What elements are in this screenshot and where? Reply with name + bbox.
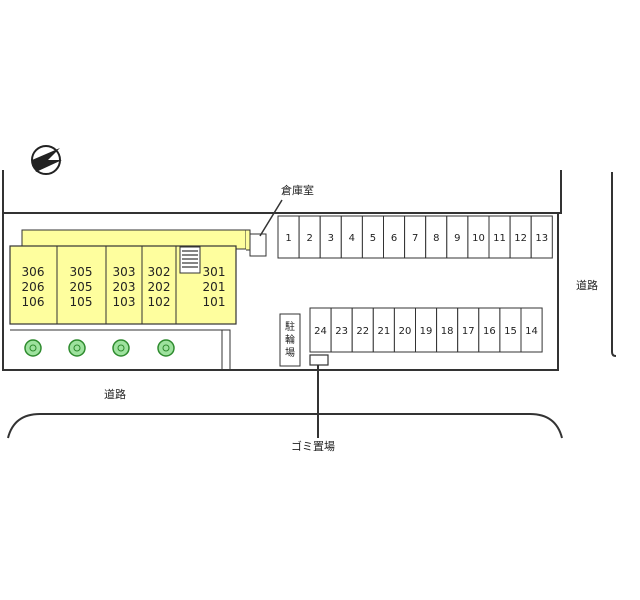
- parking-space-number: 8: [433, 233, 439, 244]
- unit-number: 105: [70, 295, 93, 309]
- parking-space-24: 24: [309, 307, 332, 353]
- unit-number: 306: [22, 265, 45, 279]
- parking-space-19: 19: [415, 307, 438, 353]
- bicycle-parking-char-3: 場: [285, 346, 295, 359]
- parking-space-number: 15: [504, 326, 517, 337]
- parking-space-number: 3: [328, 233, 334, 244]
- parking-space-2: 2: [298, 215, 321, 259]
- unit-number: 202: [148, 280, 171, 294]
- parking-space-11: 11: [488, 215, 511, 259]
- parking-space-number: 7: [412, 233, 418, 244]
- parking-space-17: 17: [457, 307, 480, 353]
- unit-number: 206: [22, 280, 45, 294]
- parking-space-13: 13: [530, 215, 553, 259]
- parking-space-8: 8: [425, 215, 448, 259]
- parking-space-number: 22: [356, 326, 369, 337]
- parking-space-6: 6: [383, 215, 406, 259]
- parking-space-10: 10: [467, 215, 490, 259]
- front-fence: [10, 329, 231, 370]
- parking-space-number: 18: [441, 326, 454, 337]
- road-bottom-label: 道路: [104, 387, 126, 401]
- unit-number: 201: [203, 280, 226, 294]
- parking-space-number: 17: [462, 326, 475, 337]
- unit-number: 305: [70, 265, 93, 279]
- parking-space-4: 4: [340, 215, 363, 259]
- parking-space-number: 12: [514, 233, 527, 244]
- parking-space-number: 23: [335, 326, 348, 337]
- parking-space-12: 12: [509, 215, 532, 259]
- storage-room: [249, 199, 283, 257]
- parking-space-14: 14: [520, 307, 543, 353]
- unit-number: 103: [113, 295, 136, 309]
- road-bottom: [7, 413, 563, 439]
- road-right-label: 道路: [576, 278, 598, 292]
- parking-space-number: 6: [391, 233, 397, 244]
- parking-space-number: 20: [399, 326, 412, 337]
- garbage-area-label: ゴミ置場: [291, 439, 335, 453]
- parking-space-number: 4: [349, 233, 355, 244]
- parking-space-number: 1: [285, 233, 291, 244]
- parking-space-number: 19: [420, 326, 433, 337]
- unit-number: 205: [70, 280, 93, 294]
- parking-space-number: 9: [454, 233, 460, 244]
- parking-space-number: 21: [377, 326, 390, 337]
- parking-space-number: 16: [483, 326, 496, 337]
- road-right: [611, 172, 617, 357]
- building: 3062061063052051053032031033022021023012…: [9, 229, 251, 325]
- garbage-area: [309, 354, 329, 438]
- parking-space-number: 5: [370, 233, 376, 244]
- unit-number: 203: [113, 280, 136, 294]
- parking-space-number: 11: [493, 233, 506, 244]
- unit-number: 302: [148, 265, 171, 279]
- parking-space-7: 7: [404, 215, 427, 259]
- parking-space-15: 15: [499, 307, 522, 353]
- parking-space-number: 13: [535, 233, 548, 244]
- parking-space-number: 10: [472, 233, 485, 244]
- tree-icon: [112, 339, 130, 357]
- parking-space-3: 3: [319, 215, 342, 259]
- parking-space-number: 24: [314, 326, 327, 337]
- site-boundary: [2, 170, 562, 371]
- tree-icon: [24, 339, 42, 357]
- staircase-icon: [179, 246, 201, 274]
- bicycle-parking-char-1: 駐: [285, 320, 295, 333]
- parking-space-22: 22: [351, 307, 374, 353]
- parking-space-number: 14: [525, 326, 538, 337]
- unit-number: 102: [148, 295, 171, 309]
- parking-space-20: 20: [393, 307, 416, 353]
- unit-number: 106: [22, 295, 45, 309]
- unit-number: 303: [113, 265, 136, 279]
- parking-space-18: 18: [436, 307, 459, 353]
- parking-space-9: 9: [446, 215, 469, 259]
- parking-space-21: 21: [372, 307, 395, 353]
- unit-number: 301: [203, 265, 226, 279]
- unit-number: 101: [203, 295, 226, 309]
- tree-icon: [157, 339, 175, 357]
- parking-space-1: 1: [277, 215, 300, 259]
- tree-icon: [68, 339, 86, 357]
- parking-space-5: 5: [361, 215, 384, 259]
- bicycle-parking: 駐 輪 場: [279, 313, 301, 367]
- storage-room-label: 倉庫室: [281, 183, 314, 197]
- north-arrow-icon: [31, 145, 62, 175]
- parking-space-number: 2: [306, 233, 312, 244]
- bicycle-parking-char-2: 輪: [285, 333, 295, 346]
- parking-space-16: 16: [478, 307, 501, 353]
- parking-space-23: 23: [330, 307, 353, 353]
